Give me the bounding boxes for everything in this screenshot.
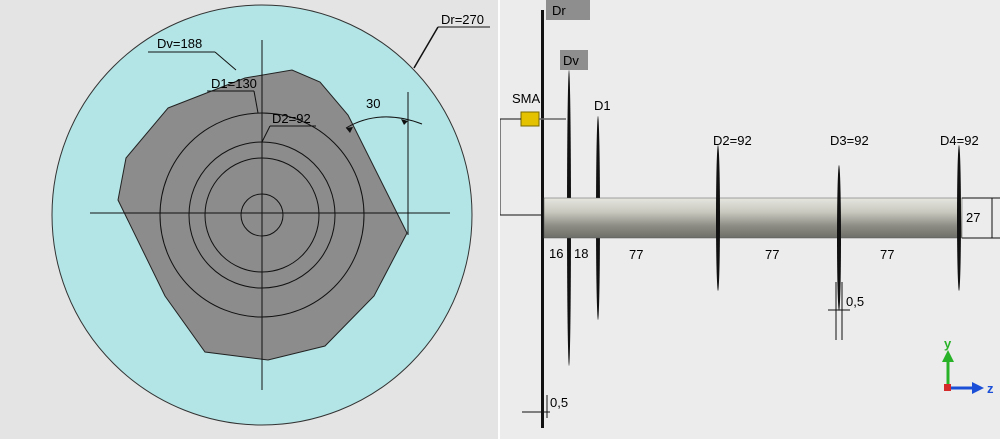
d4-tag: D4=92 [940,133,979,148]
front-view-drawing: 30 Dv=188 D1=130 D2=92 Dr=270 [51,4,490,426]
d1-leader-d [253,90,259,114]
axis-z-arrow [972,382,984,394]
d2-element-side [716,145,720,291]
d1-tag: D1 [594,98,611,113]
dr-tag-box [546,0,590,20]
dv-leader-d [214,51,237,71]
dim-77c-label: 77 [880,247,894,262]
d2-tag: D2=92 [713,133,752,148]
front-view-pane: 30 Dv=188 D1=130 D2=92 Dr=270 [0,0,500,439]
dr-leader-d [413,26,439,69]
dim-27-label: 27 [966,210,980,225]
dim-77b-label: 77 [765,247,779,262]
angle-arc [345,116,423,129]
reflector-side [541,10,544,428]
dim-16-label: 16 [549,246,563,261]
d1-label: D1=130 [211,76,257,91]
d3-tag: D3=92 [830,133,869,148]
dim-77a-label: 77 [629,247,643,262]
dr-tag: Dr [552,3,566,18]
d2-leader-d [261,125,271,143]
dv-label: Dv=188 [157,36,202,51]
sma-tag: SMA [512,91,541,106]
angle-label: 30 [366,96,380,111]
d2-label: D2=92 [272,111,311,126]
side-view-pane: Dr Dv SMA D1 D2=92 D3=92 D4=92 65 16 18 [500,0,1000,439]
dv-tag-box [560,50,588,70]
sma-connector [520,111,540,127]
axis-y-label: y [944,336,952,351]
axis-y-arrow [942,350,954,362]
dim-05-disc-label: 0,5 [846,294,864,309]
boom [543,197,963,239]
dr-label: Dr=270 [441,12,484,27]
angle-arrow-left [346,127,353,133]
d4-element-side [957,145,961,291]
axis-z-label: z [987,381,994,396]
dv-tag: Dv [563,53,579,68]
d3-element-side [837,165,841,311]
side-view-drawing: Dr Dv SMA D1 D2=92 D3=92 D4=92 65 16 18 [500,0,1000,428]
dim-18-label: 18 [574,246,588,261]
axis-origin [944,384,951,391]
angle-arrow-right [401,119,408,125]
dim-05-refl-label: 0,5 [550,395,568,410]
